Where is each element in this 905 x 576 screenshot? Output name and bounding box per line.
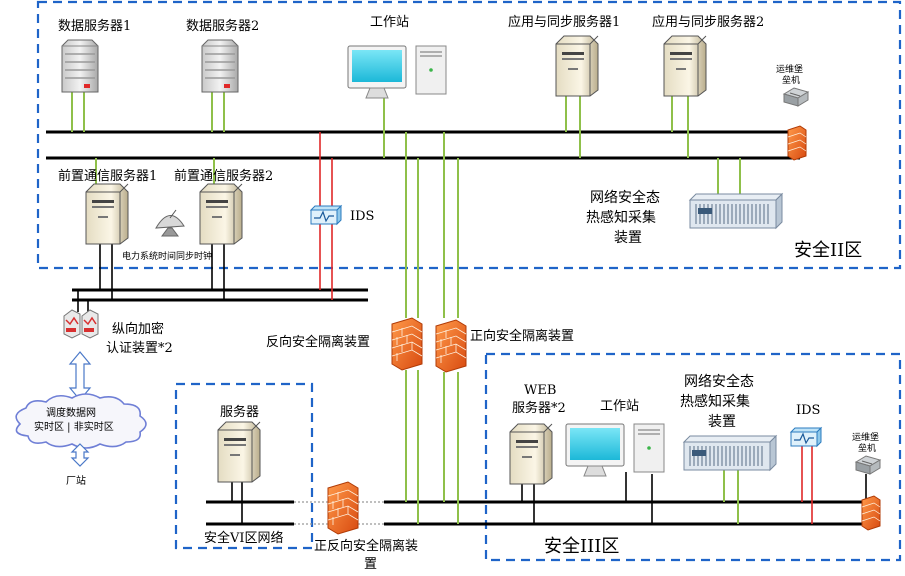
sensor-2-icon	[689, 193, 783, 229]
vertical-encrypt-label-line1: 纵向加密	[112, 321, 164, 337]
cloud-label-line2: 实时区 | 非实时区	[34, 420, 114, 433]
black-links	[77, 143, 867, 524]
updown-arrow-icon	[70, 443, 90, 467]
dispatch-network-cloud-icon	[15, 393, 147, 449]
bastion-3-icon	[855, 455, 881, 475]
bastion-2-icon	[783, 87, 809, 107]
vertical-encrypt-a-icon	[63, 309, 81, 339]
reverse-isolation-label: 反向安全隔离装置	[266, 334, 370, 350]
sensor-3-label-line3: 装置	[708, 414, 736, 430]
workstation-2-monitor-icon	[347, 45, 407, 99]
bastion-2-label-line2: 垒机	[782, 74, 800, 86]
front-comm-server-2-label: 前置通信服务器2	[174, 168, 273, 184]
zone2-edge-firewall-icon	[787, 125, 807, 161]
red-links	[319, 132, 813, 524]
workstation-3-label: 工作站	[600, 399, 639, 414]
fr-isolation-label-line2: 置	[364, 557, 377, 572]
time-sync-label: 电力系统时间同步时钟	[122, 250, 212, 262]
forward-isolation-icon	[435, 319, 467, 373]
zone-3-border	[484, 352, 902, 562]
fr-isolation-icon	[327, 481, 359, 535]
data-server-2-icon	[201, 39, 239, 93]
sensor-3-icon	[683, 435, 777, 471]
web-server-icon	[509, 423, 553, 485]
double-arrow-icon	[68, 351, 92, 401]
zone-4-border	[174, 382, 314, 550]
data-server-1-label: 数据服务器1	[58, 18, 131, 34]
cloud-label-line1: 调度数据网	[46, 406, 96, 419]
bastion-3-label-line2: 垒机	[858, 442, 876, 454]
front-comm-server-1-icon	[85, 183, 129, 245]
sensor-2-label-line1: 网络安全态	[590, 189, 660, 206]
zone3-edge-firewall-icon	[861, 495, 881, 531]
vertical-encrypt-label-line2: 认证装置*2	[106, 341, 173, 356]
zone-2-title: 安全II区	[794, 240, 862, 261]
zone-4-title: 安全VI区网络	[204, 530, 284, 546]
zone-2-border	[36, 0, 902, 270]
forward-isolation-label: 正向安全隔离装置	[470, 328, 574, 344]
zone4-server-icon	[217, 421, 261, 483]
zone4-server-label: 服务器	[220, 404, 259, 420]
green-links	[71, 92, 741, 524]
workstation-2-pc-icon	[415, 45, 447, 95]
sensor-2-label-line2: 热感知采集	[586, 209, 656, 226]
workstation-3-pc-icon	[633, 423, 665, 473]
bastion-2-label-line1: 运维堡	[776, 63, 803, 75]
data-server-2-label: 数据服务器2	[186, 18, 259, 34]
ids-3-icon	[790, 427, 822, 447]
ids-2-icon	[310, 205, 342, 225]
zone-3-title: 安全III区	[544, 536, 619, 557]
data-server-1-icon	[61, 39, 99, 93]
plant-label: 厂站	[66, 474, 86, 487]
web-server-label-line1: WEB	[524, 383, 556, 398]
ids-3-label: IDS	[796, 403, 820, 418]
front-comm-server-1-label: 前置通信服务器1	[58, 168, 157, 184]
time-sync-dish-icon	[155, 209, 185, 237]
workstation-2-label: 工作站	[370, 15, 409, 30]
web-server-label-line2: 服务器*2	[512, 400, 566, 416]
vertical-encrypt-b-icon	[81, 309, 99, 339]
sensor-3-label-line1: 网络安全态	[684, 373, 754, 390]
front-comm-server-2-icon	[199, 183, 243, 245]
dotted-links	[294, 501, 384, 525]
ids-2-label: IDS	[350, 209, 374, 224]
workstation-3-monitor-icon	[565, 423, 625, 477]
reverse-isolation-icon	[391, 317, 423, 371]
app-sync-server-2-icon	[663, 35, 707, 97]
sensor-3-label-line2: 热感知采集	[680, 393, 750, 410]
fr-isolation-label-line1: 正反向安全隔离装	[314, 538, 418, 554]
app-sync-server-2-label: 应用与同步服务器2	[652, 14, 764, 30]
sensor-2-label-line3: 装置	[614, 230, 642, 246]
app-sync-server-1-label: 应用与同步服务器1	[508, 14, 620, 30]
bastion-3-label-line1: 运维堡	[852, 431, 879, 443]
app-sync-server-1-icon	[555, 35, 599, 97]
